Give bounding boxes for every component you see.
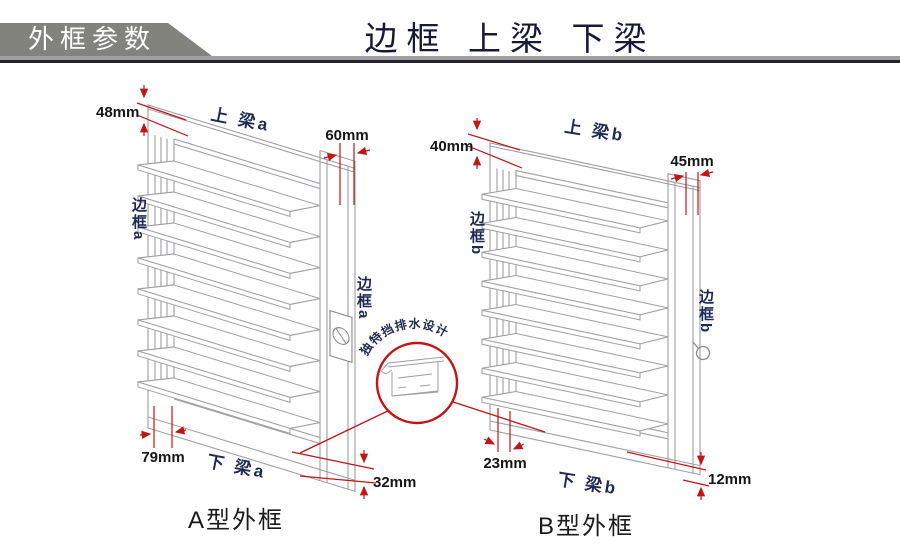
- dim-label-a-top-right: 60mm: [325, 127, 368, 144]
- dim-b-bottom-left: [483, 408, 525, 452]
- screw-icon: [332, 327, 350, 345]
- dim-label-a-bottom-left: 79mm: [141, 449, 184, 466]
- dim-b-bottom-right: [626, 451, 710, 500]
- dim-b-top-left: [467, 118, 523, 169]
- dim-label-b-top-right: 45mm: [670, 153, 713, 170]
- page-title: 边框 上梁 下梁: [364, 19, 656, 58]
- frame-a-drawing: [137, 104, 356, 493]
- header-divider: [0, 56, 900, 63]
- dim-b-top-right: [670, 168, 714, 215]
- section-badge: 外框参数: [0, 23, 212, 56]
- dim-label-b-bottom-right: 12mm: [708, 471, 751, 488]
- dim-label-b-top-left: 40mm: [430, 138, 473, 155]
- dimension-lines: [136, 85, 714, 500]
- callout-leader-line: [299, 408, 393, 454]
- dim-label-a-top-left: 48mm: [96, 104, 139, 121]
- label-side-frame-a-left: 边框a: [130, 197, 147, 242]
- dim-a-bottom-right: [291, 450, 377, 499]
- dimension-labels: 48mm 60mm 79mm 32mm 40mm 45mm 23mm 12mm: [96, 104, 751, 491]
- label-side-frame-a-right: 边框a: [355, 276, 372, 321]
- dim-a-bottom-left: [139, 406, 187, 448]
- dim-label-a-bottom-right: 32mm: [373, 474, 416, 491]
- latch-plate: [329, 309, 353, 364]
- label-side-frame-b-left: 边框b: [468, 211, 485, 257]
- caption-frame-a: A型外框: [187, 507, 284, 534]
- profile-cross-section: [380, 356, 445, 397]
- frame-b-drawing: [481, 142, 701, 476]
- callout-leader-line: [446, 399, 546, 433]
- caption-frame-b: B型外框: [537, 513, 634, 540]
- hanger-ring-icon: [692, 341, 711, 361]
- callout-circle: [375, 341, 459, 425]
- dim-a-top-left: [136, 85, 189, 137]
- dim-a-top-right: [323, 143, 371, 205]
- dim-label-b-bottom-left: 23mm: [483, 455, 526, 472]
- label-side-frame-b-right: 边框b: [697, 289, 714, 335]
